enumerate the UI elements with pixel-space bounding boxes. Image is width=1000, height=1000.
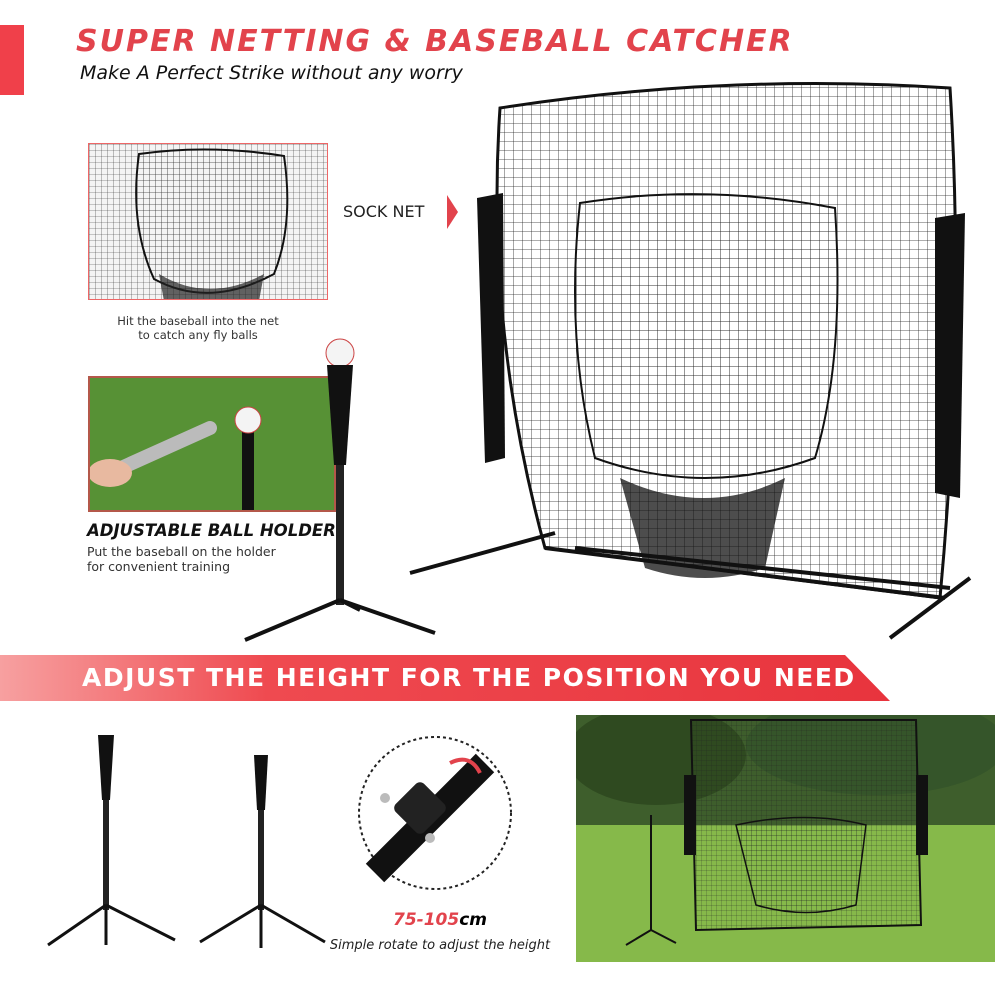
accent-bar [0,25,24,95]
height-range-value: 75-105 [393,910,460,930]
triangle-right-icon [447,195,458,229]
sock-net-caption: Hit the baseball into the net to catch a… [88,314,308,342]
tee-height-comparison-image [47,735,326,948]
height-adjust-detail-image [358,736,512,890]
banner-text: ADJUST THE HEIGHT FOR THE POSITION YOU N… [82,663,856,692]
sock-net-closeup-image [88,143,328,300]
ball-holder-description: Put the baseball on the holder for conve… [87,544,276,574]
height-range: 75-105cm [300,910,580,930]
practice-net-image [409,82,972,640]
description-line: Put the baseball on the holder [87,544,276,559]
ball-holder-title: ADJUSTABLE BALL HOLDER [87,521,336,540]
ball-holder-photo [88,376,336,512]
height-caption: Simple rotate to adjust the height [329,938,551,953]
caption-line: to catch any fly balls [138,328,258,342]
height-banner [0,655,890,701]
batting-tee-image [244,338,436,642]
sock-net-label: SOCK NET [343,202,425,221]
net-in-use-photo [576,715,995,962]
page-title: SUPER NETTING & BASEBALL CATCHER [76,24,794,59]
height-range-unit: cm [459,910,487,930]
description-line: for convenient training [87,559,230,574]
page-subtitle: Make A Perfect Strike without any worry [80,62,463,84]
caption-line: Hit the baseball into the net [117,314,279,328]
